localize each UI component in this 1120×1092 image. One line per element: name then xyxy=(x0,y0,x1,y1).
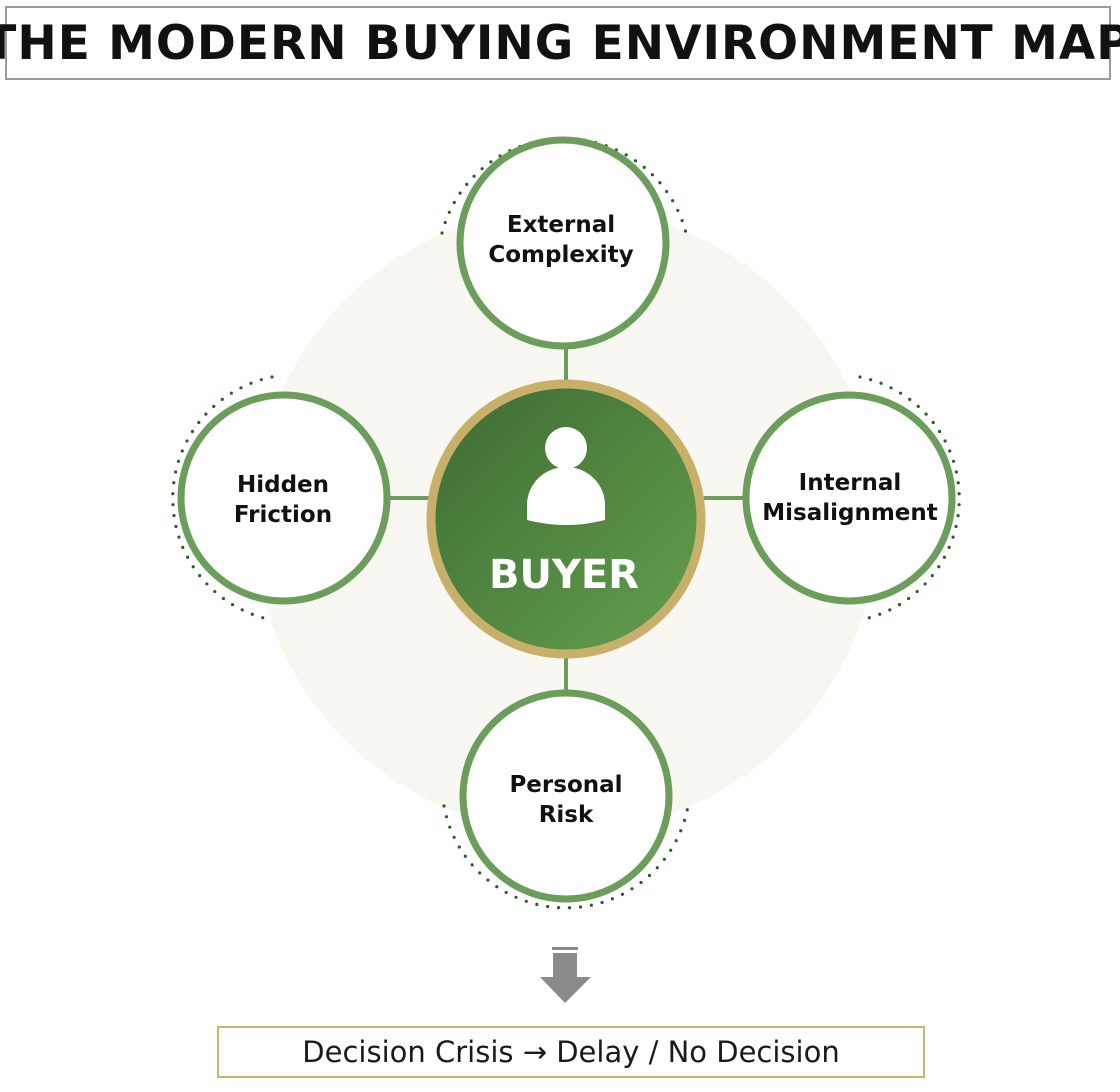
node-label-top-line1: External xyxy=(507,212,615,238)
node-label-right-line2: Misalignment xyxy=(762,500,938,526)
node-label-bottom-line1: Personal xyxy=(509,772,622,798)
person-icon xyxy=(527,427,605,525)
node-label-left-line1: Hidden xyxy=(237,472,329,498)
buyer-label: BUYER xyxy=(489,552,639,598)
node-personal-risk xyxy=(459,689,673,903)
node-internal-misalignment xyxy=(742,391,956,605)
node-label-left-line2: Friction xyxy=(234,502,332,528)
node-label-right-line1: Internal xyxy=(799,470,902,496)
title-box: THE MODERN BUYING ENVIRONMENT MAP xyxy=(0,6,1120,80)
outcome-box: Decision Crisis → Delay / No Decision xyxy=(217,1026,925,1078)
node-label-bottom-line2: Risk xyxy=(539,802,594,828)
node-external-complexity xyxy=(456,136,670,350)
node-label-top-line2: Complexity xyxy=(488,242,633,268)
node-hidden-friction xyxy=(177,391,391,605)
outcome-text: Decision Crisis → Delay / No Decision xyxy=(302,1035,840,1069)
page-title: THE MODERN BUYING ENVIRONMENT MAP xyxy=(0,15,1120,71)
down-arrow-icon xyxy=(540,947,591,1003)
